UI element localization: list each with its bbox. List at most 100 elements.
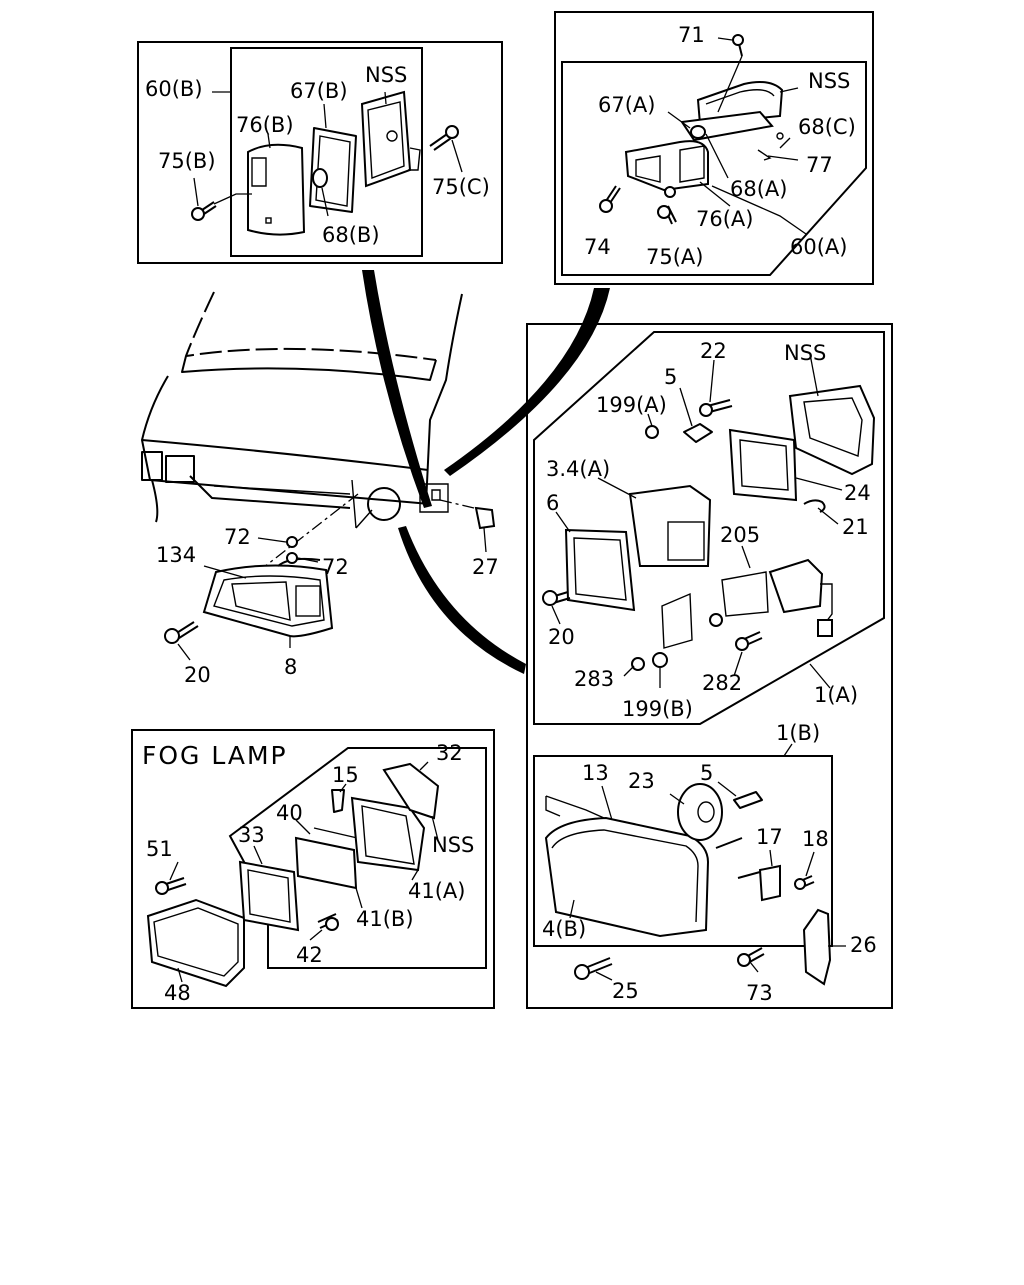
lamp-lens-8 (231, 581, 291, 621)
callout-23: 23 (628, 769, 655, 793)
motor-205 (768, 558, 824, 614)
callout-75b: 75(B) (158, 149, 216, 173)
callout-nss-4: NSS (432, 833, 474, 857)
callout-76b: 76(B) (236, 113, 294, 137)
callout-72a: 72 (224, 525, 251, 549)
bulb-5a (683, 423, 713, 443)
a-pillar (425, 293, 463, 505)
leader-76b (267, 133, 271, 149)
callout-68c: 68(C) (798, 115, 856, 139)
lens-76b-hole (265, 217, 272, 224)
callout-41b: 41(B) (356, 907, 414, 931)
washer-283 (631, 657, 645, 671)
leader-22 (709, 359, 715, 403)
leader-13 (601, 785, 613, 821)
leader-nss4 (431, 815, 439, 841)
leader-42 (309, 929, 323, 941)
callout-77: 77 (806, 153, 833, 177)
bumper-bracket (351, 479, 373, 529)
callout-nss-3: NSS (784, 341, 826, 365)
leader-75b-b (213, 193, 252, 205)
bezel-6 (564, 528, 636, 612)
leader-134 (203, 565, 247, 579)
part-68c (776, 132, 784, 140)
frame-24 (728, 428, 798, 502)
callout-nss-1: NSS (365, 63, 407, 87)
inset-corner-lamp-a (554, 11, 874, 285)
lens-76a-grid (635, 155, 661, 183)
callout-48: 48 (164, 981, 191, 1005)
headlamp-unit-grid (667, 521, 705, 561)
leader-77 (767, 155, 799, 161)
callout-60a: 60(A) (790, 235, 847, 259)
lens-76b (247, 143, 306, 236)
callout-6: 6 (546, 491, 559, 515)
callout-20a: 20 (548, 625, 575, 649)
screw-42-head (325, 917, 339, 931)
leader-199a (647, 413, 653, 427)
leader-73 (749, 961, 759, 973)
leader-33 (253, 845, 263, 865)
washer-75a (664, 186, 676, 198)
leader-32 (419, 761, 429, 771)
bulb-68b (312, 168, 328, 188)
housing-nss-headlamp (788, 384, 876, 476)
headlamp-1b-frame (533, 755, 833, 947)
bulb-5b (733, 791, 763, 809)
screw-73-head (737, 953, 751, 967)
callout-199a: 199(A) (596, 393, 667, 417)
leader-1b (783, 743, 793, 757)
callout-72b: 72 (322, 555, 349, 579)
screw-51-head (155, 881, 169, 895)
callout-22: 22 (700, 339, 727, 363)
phantom-leader-27 (439, 499, 475, 509)
spring-21 (803, 499, 826, 513)
callout-67a: 67(A) (598, 93, 655, 117)
leader-67a (667, 111, 691, 129)
callout-134: 134 (156, 543, 196, 567)
callout-4b: 4(B) (542, 917, 586, 941)
screw-75c-head (445, 125, 459, 139)
callout-67b: 67(B) (290, 79, 348, 103)
bracket-26 (802, 908, 832, 986)
sweep-band-right (444, 288, 610, 476)
bracket-199b (661, 592, 693, 649)
leader-23 (669, 793, 685, 805)
callout-15: 15 (332, 763, 359, 787)
screw-74-head (599, 199, 613, 213)
nut-205 (709, 613, 723, 627)
screw-18-head (794, 878, 806, 890)
leader-40 (295, 819, 311, 835)
nut-199b (652, 652, 668, 668)
leader-282 (733, 651, 743, 677)
inset-a-inner-frame (561, 61, 867, 276)
headlamp-panel (526, 323, 893, 1009)
sweep-band-left (362, 270, 432, 508)
leader-nss1 (384, 91, 387, 105)
leader-41a (411, 869, 419, 881)
fog-bracket-32 (382, 762, 440, 820)
callout-27: 27 (472, 555, 499, 579)
lens-76a-window (679, 145, 705, 183)
boot-23-inner (697, 801, 715, 823)
callout-71: 71 (678, 23, 705, 47)
callout-40: 40 (276, 801, 303, 825)
leader-15 (339, 783, 347, 793)
bolt-25-head (574, 964, 590, 980)
headlamp-mount (419, 483, 449, 513)
callout-21: 21 (842, 515, 869, 539)
fog-lamp-hole (367, 487, 401, 521)
bumper-mid (189, 475, 351, 509)
clip-72b (286, 552, 298, 564)
leader-6 (555, 511, 571, 533)
callout-18: 18 (802, 827, 829, 851)
bracket-13 (545, 795, 605, 819)
fog-unit-41a-inner (361, 805, 415, 865)
callout-1b: 1(B) (776, 721, 820, 745)
screw-282-head (735, 637, 749, 651)
callout-199b: 199(B) (622, 697, 693, 721)
fog-housing-48-inner (153, 907, 239, 977)
callout-8: 8 (284, 655, 297, 679)
